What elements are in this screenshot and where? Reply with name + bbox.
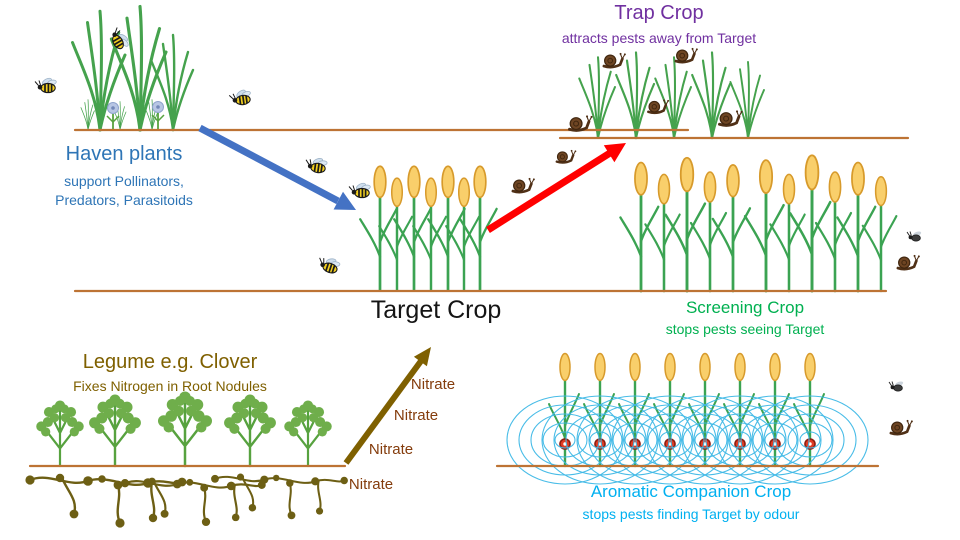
grass-tuft	[578, 56, 617, 140]
snail-icon	[568, 113, 595, 132]
snail-icon	[647, 98, 671, 115]
target-crop-art	[358, 164, 498, 292]
wheat-stalk	[788, 153, 832, 293]
clover-plant	[35, 399, 85, 468]
bee-icon	[303, 154, 330, 175]
bee-icon	[315, 252, 343, 276]
clover-plant	[87, 393, 143, 468]
aromatic-crop-title: Aromatic Companion Crop	[590, 482, 792, 501]
wheat-stalk	[619, 161, 660, 293]
snail-icon	[602, 51, 628, 69]
snail-icon	[555, 148, 578, 164]
legume-title: Legume e.g. Clover	[82, 351, 258, 373]
nitrate-label-4: Nitrate	[348, 476, 394, 493]
wheat-stalk	[861, 175, 898, 293]
wheat-stalk	[836, 161, 877, 293]
bee-icon	[227, 86, 254, 108]
haven-plants-art	[71, 4, 195, 132]
bee-icon	[34, 76, 58, 94]
screening-crop-subtitle: stops pests seeing Target	[665, 321, 825, 337]
target-to-trap-arrow	[486, 143, 626, 233]
snail-icon	[896, 253, 922, 271]
clover-plant	[283, 399, 333, 468]
bee-icon	[348, 181, 372, 199]
grass-tuft	[729, 61, 765, 139]
haven-plants-title: Haven plants	[65, 143, 183, 165]
fly-icon	[906, 229, 923, 242]
screening-crop-art	[619, 153, 898, 293]
trap-crop-subtitle: attracts pests away from Target	[561, 30, 757, 46]
snail-icon	[511, 176, 537, 194]
flower-icon	[106, 101, 120, 131]
nitrate-label-2: Nitrate	[393, 407, 439, 424]
wheat-stalk	[711, 163, 752, 293]
grass-tuft	[615, 51, 656, 140]
clover-plant	[222, 393, 278, 468]
aromatic-plant	[547, 352, 581, 468]
wheat-stalk	[644, 173, 681, 293]
grass-sprout	[80, 99, 95, 131]
nitrate-arrow	[343, 347, 431, 465]
nitrate-label-3: Nitrate	[368, 441, 414, 458]
grass-tuft	[654, 56, 693, 140]
legume-subtitle: Fixes Nitrogen in Root Nodules	[73, 378, 267, 394]
fly-icon	[888, 379, 905, 392]
haven-to-target-arrow	[198, 124, 356, 210]
ground-lines	[28, 128, 910, 468]
snail-icon	[889, 418, 915, 436]
wheat-stalk	[769, 173, 806, 293]
clover-plant	[156, 390, 214, 468]
nitrate-label-1: Nitrate	[410, 376, 456, 393]
screening-crop-title: Screening Crop	[685, 298, 805, 317]
wheat-stalk	[743, 158, 786, 293]
trap-crop-title: Trap Crop	[614, 2, 704, 24]
aromatic-crop-subtitle: stops pests finding Target by odour	[582, 506, 800, 522]
wheat-stalk	[664, 156, 707, 293]
snail-icon	[674, 46, 700, 64]
root-nodules	[210, 472, 349, 521]
aromatic-crop-art	[506, 352, 869, 485]
target-crop-title: Target Crop	[370, 296, 502, 324]
haven-plants-subtitle-line2: Predators, Parasitoids	[55, 192, 193, 208]
root-nodules	[24, 472, 188, 529]
snail-icon	[718, 108, 745, 127]
haven-plants-subtitle-line1: support Pollinators,	[64, 173, 184, 189]
legume-art	[24, 390, 349, 529]
flower-icon	[151, 100, 165, 130]
